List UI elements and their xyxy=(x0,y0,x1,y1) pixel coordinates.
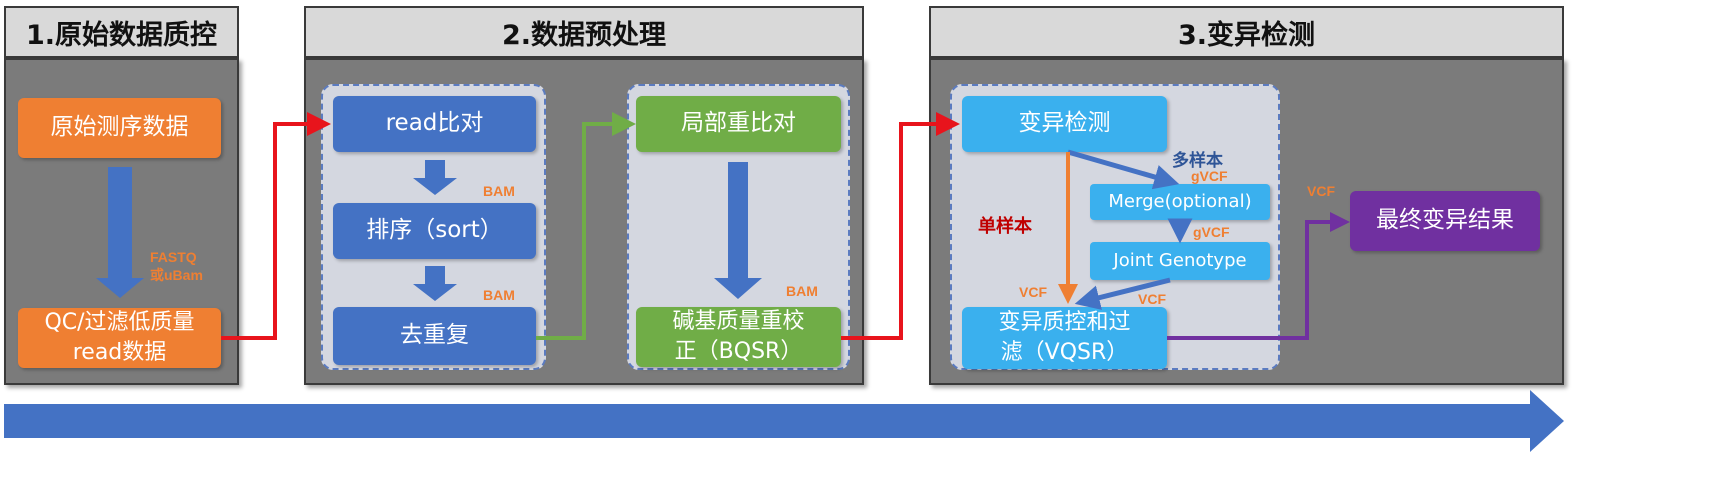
banner-title: WGS 数据分析流程 xyxy=(674,450,886,476)
panel-variant-title: 3.变异检测 xyxy=(929,6,1564,58)
node-vqsr: 变异质控和过 滤（VQSR） xyxy=(962,307,1167,369)
arrow-fastq xyxy=(96,167,144,298)
node-dedup: 去重复 xyxy=(333,307,536,365)
node-sort: 排序（sort） xyxy=(333,203,536,259)
arrow-realign xyxy=(714,162,762,299)
tag-gvcf-2: gVCF xyxy=(1193,224,1230,240)
panel-preprocess-title: 2.数据预处理 xyxy=(304,6,864,58)
tag-gvcf-1: gVCF xyxy=(1191,168,1228,184)
tag-fastq: FASTQ xyxy=(150,249,197,265)
node-final-result: 最终变异结果 xyxy=(1350,191,1540,251)
arrow-multi-sample xyxy=(1067,149,1180,190)
banner-arrow xyxy=(4,390,1564,452)
node-bqsr: 碱基质量重校 正（BQSR） xyxy=(636,307,841,367)
tag-vcf-final: VCF xyxy=(1307,183,1335,199)
node-qc-filter: QC/过滤低质量 read数据 xyxy=(18,308,221,368)
node-merge: Merge(optional) xyxy=(1090,184,1270,220)
arrow-joint-to-vqsr xyxy=(1074,277,1171,310)
tag-bam-1: BAM xyxy=(483,183,515,199)
arrow-bam-2 xyxy=(413,266,457,301)
arrow-dedup-to-realign xyxy=(536,112,636,340)
tag-vcf-joint: VCF xyxy=(1138,291,1166,307)
arrow-vqsr-to-final xyxy=(1167,212,1350,340)
tag-or-ubam: 或uBam xyxy=(150,267,203,283)
arrow-bam-1 xyxy=(413,160,457,195)
tag-vcf-single: VCF xyxy=(1019,284,1047,300)
arrow-bqsr-to-call xyxy=(841,112,960,340)
tag-bam-2: BAM xyxy=(483,287,515,303)
label-multi-sample: 多样本 xyxy=(1172,151,1223,171)
tag-bam-3: BAM xyxy=(786,283,818,299)
node-read-align: read比对 xyxy=(333,96,536,152)
node-local-realign: 局部重比对 xyxy=(636,96,841,152)
arrow-qc-to-align xyxy=(221,112,331,340)
node-variant-call: 变异检测 xyxy=(962,96,1167,152)
node-joint-genotype: Joint Genotype xyxy=(1090,242,1270,280)
node-raw-data: 原始测序数据 xyxy=(18,98,221,158)
label-single-sample: 单样本 xyxy=(978,216,1032,237)
panel-qc-title: 1.原始数据质控 xyxy=(4,6,239,58)
